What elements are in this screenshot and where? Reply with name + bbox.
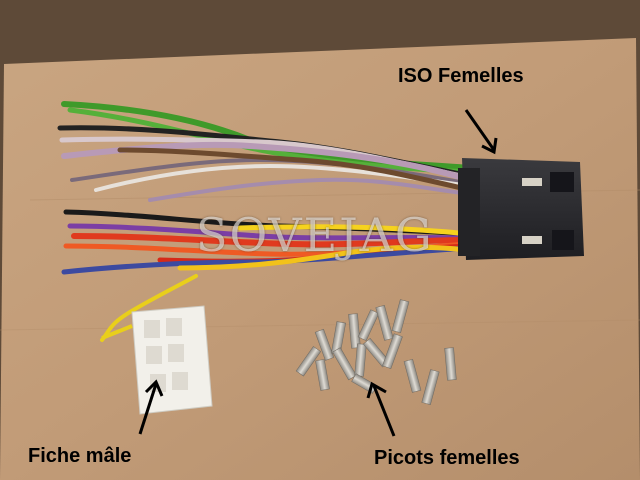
label-iso-femelles: ISO Femelles <box>398 65 524 87</box>
watermark: SOVEJAG <box>196 208 434 262</box>
label-picots-femelles: Picots femelles <box>374 447 520 469</box>
label-fiche-male: Fiche mâle <box>28 445 132 467</box>
arrow-iso <box>464 109 498 155</box>
arrow-fiche <box>138 379 164 435</box>
iso-female-connector <box>458 158 584 260</box>
wire-bundle <box>57 101 473 342</box>
arrow-picots <box>366 381 396 437</box>
